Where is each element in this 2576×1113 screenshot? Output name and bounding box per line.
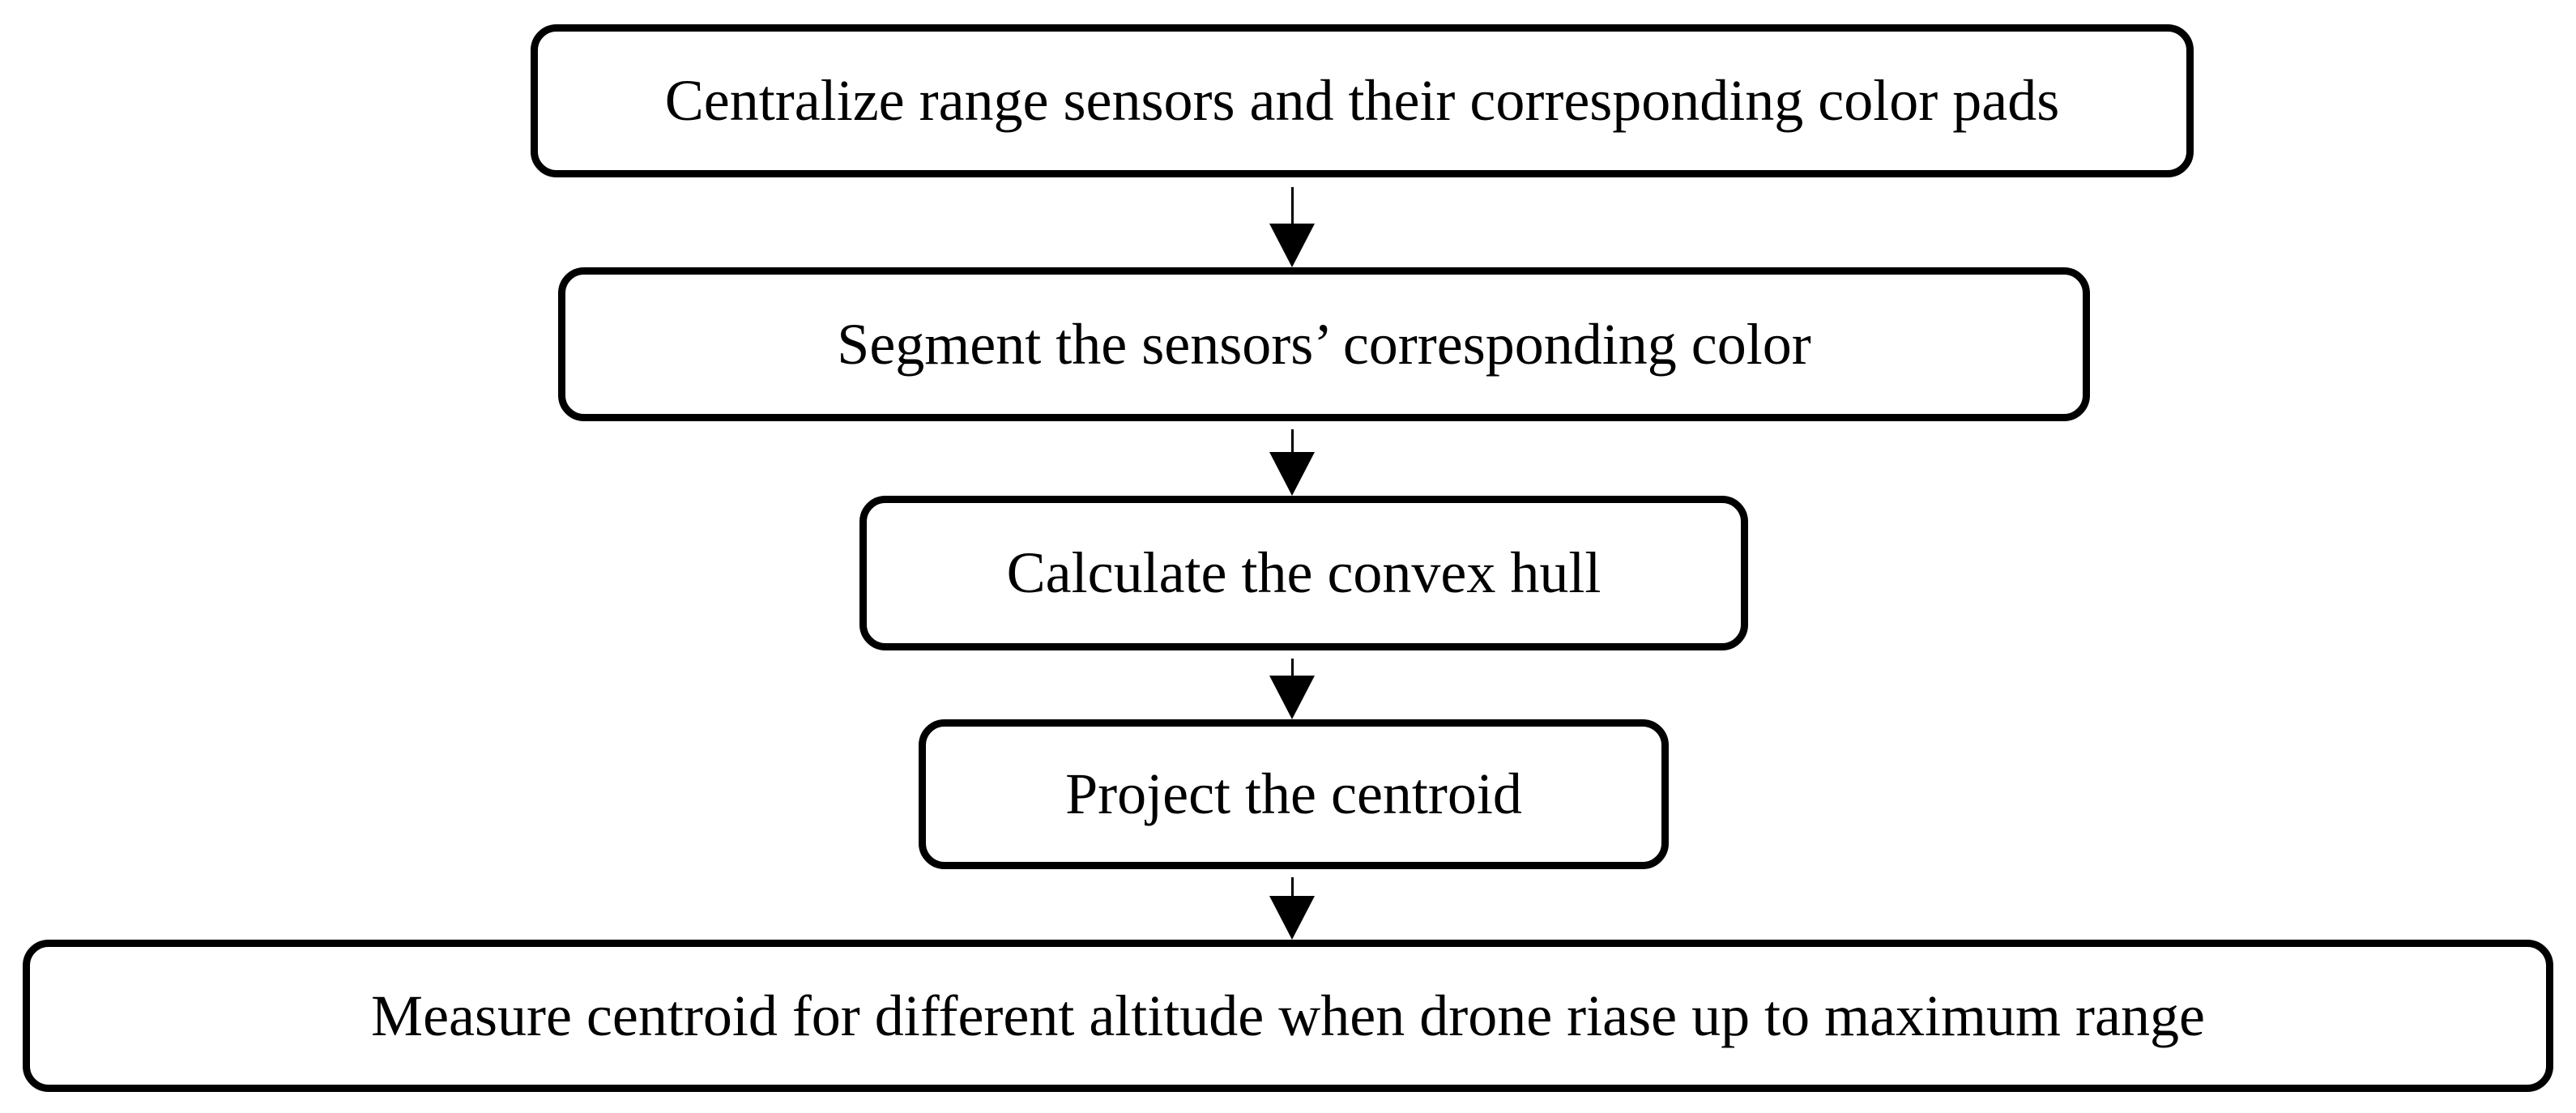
arrow-stem <box>1290 187 1294 224</box>
flow-arrow-4 <box>1268 877 1316 940</box>
flow-step-label: Measure centroid for different altitude … <box>371 983 2205 1048</box>
flow-step-convex-hull: Calculate the convex hull <box>859 496 1748 650</box>
arrow-stem <box>1290 877 1294 896</box>
arrow-down-icon <box>1269 452 1315 496</box>
arrow-down-icon <box>1269 896 1315 940</box>
arrow-down-icon <box>1269 224 1315 267</box>
flow-step-measure-centroid: Measure centroid for different altitude … <box>23 940 2553 1092</box>
flow-step-label: Project the centroid <box>1065 761 1522 827</box>
flow-step-centralize-sensors: Centralize range sensors and their corre… <box>531 24 2194 177</box>
flow-arrow-2 <box>1268 429 1316 496</box>
flow-arrow-1 <box>1268 187 1316 267</box>
flow-step-label: Centralize range sensors and their corre… <box>664 68 2060 134</box>
flow-step-project-centroid: Project the centroid <box>919 719 1669 869</box>
flow-step-label: Calculate the convex hull <box>1006 540 1601 606</box>
arrow-stem <box>1290 429 1294 452</box>
arrow-down-icon <box>1269 676 1315 719</box>
flow-step-segment-color: Segment the sensors’ corresponding color <box>558 267 2090 421</box>
flow-arrow-3 <box>1268 659 1316 719</box>
arrow-stem <box>1290 659 1294 676</box>
flow-step-label: Segment the sensors’ corresponding color <box>837 311 1811 377</box>
